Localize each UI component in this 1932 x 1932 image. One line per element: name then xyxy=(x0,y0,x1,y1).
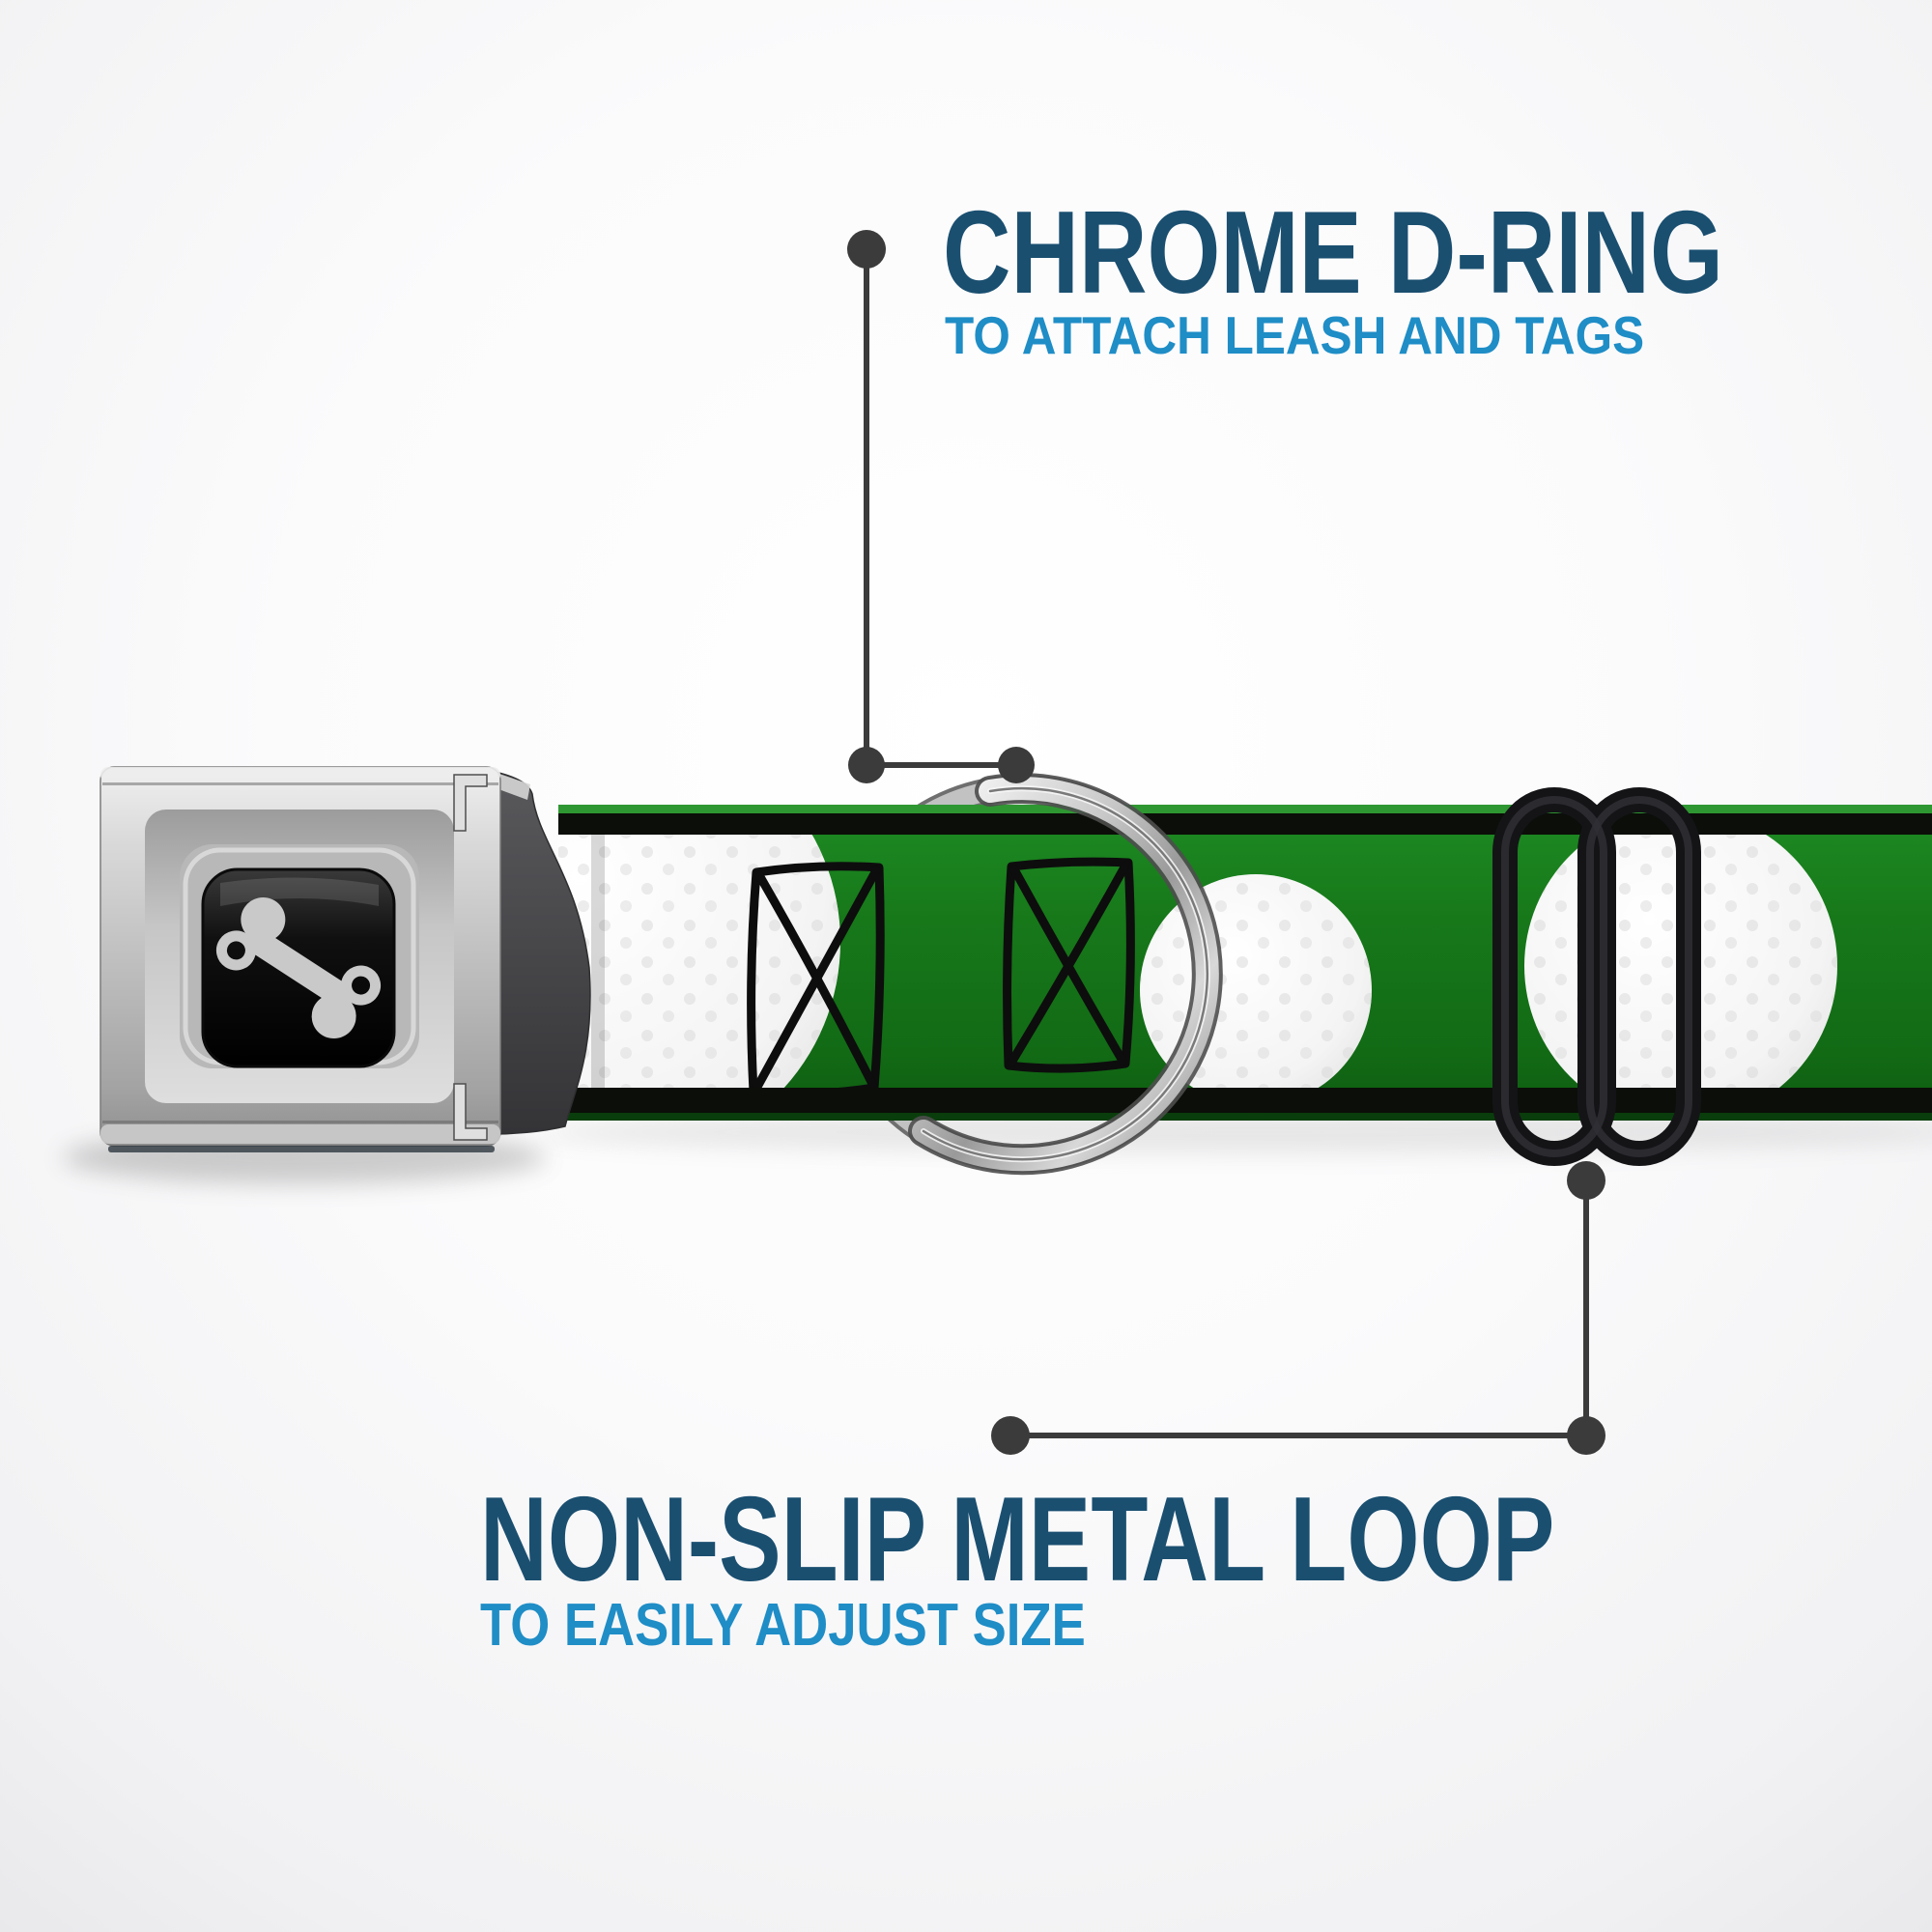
leader-dot xyxy=(1567,1161,1605,1200)
buckle-spring-clip-top xyxy=(453,774,488,832)
metal-slider-loop xyxy=(1492,787,1701,1166)
leader-top xyxy=(847,230,1035,783)
callout-top-title: CHROME D-RING xyxy=(943,186,1723,318)
dog-bone-logo-icon xyxy=(215,896,382,1039)
leader-dot xyxy=(998,747,1035,783)
stitch-box xyxy=(747,857,1135,1098)
callout-bottom-title: NON-SLIP METAL LOOP xyxy=(480,1473,1555,1606)
seatbelt-buckle xyxy=(99,766,591,1152)
callout-top-subtitle: TO ATTACH LEASH AND TAGS xyxy=(945,305,1645,365)
leader-dot xyxy=(1567,1416,1605,1455)
leader-dot xyxy=(847,230,886,269)
leader-dot xyxy=(848,747,885,783)
buckle-latch-plate xyxy=(490,770,591,1135)
leader-bottom xyxy=(991,1161,1605,1455)
buckle-spring-clip-bottom xyxy=(453,1083,488,1141)
callout-bottom-subtitle: TO EASILY ADJUST SIZE xyxy=(480,1592,1086,1659)
leader-dot xyxy=(991,1416,1030,1455)
leader-lines xyxy=(847,230,1605,1455)
chrome-d-ring xyxy=(908,773,1223,1176)
